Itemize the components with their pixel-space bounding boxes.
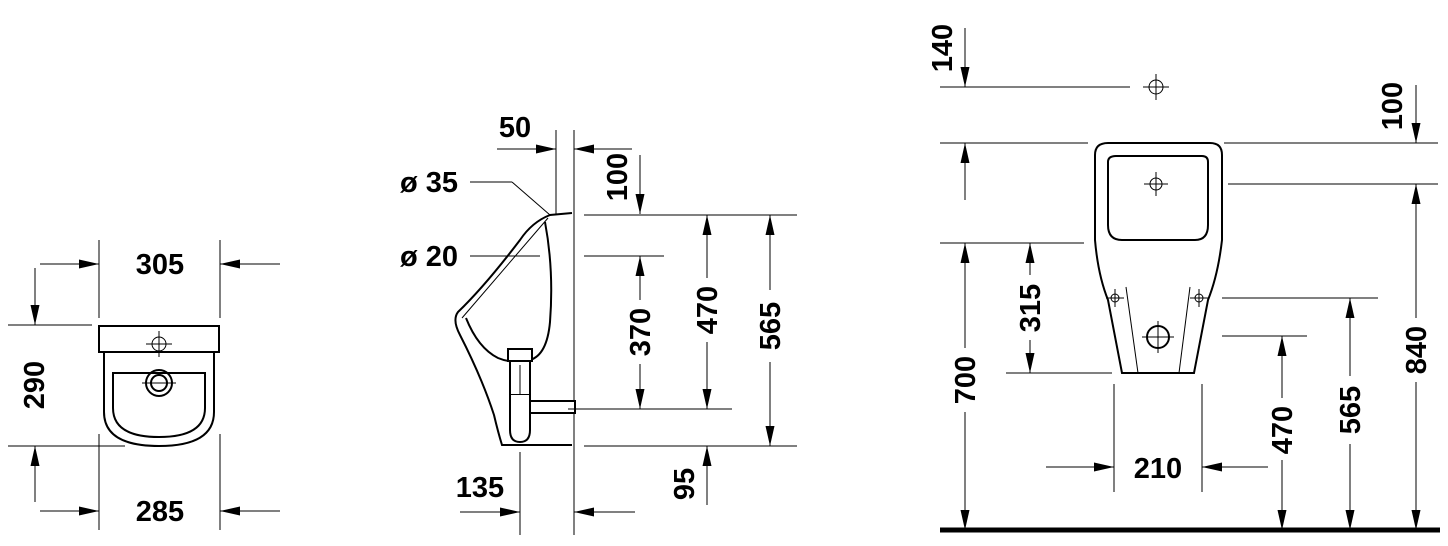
- front-view: 140 700 315 210 470 565 10: [927, 24, 1440, 533]
- dim-inlet-above: 100: [602, 153, 634, 201]
- side-view-outline: [454, 212, 573, 446]
- dim-top-inlet-offset: 140: [927, 24, 959, 72]
- dim-total-height: 565: [755, 302, 787, 350]
- crosshair-icon: [1144, 172, 1168, 196]
- dim-outlet-height: 95: [669, 468, 701, 500]
- dim-bottom-width: 285: [136, 496, 184, 528]
- crosshair-icon: [146, 331, 172, 357]
- outlet-icon: [142, 369, 176, 397]
- dim-rim-height: 700: [950, 356, 982, 404]
- dim-total-height: 840: [1401, 326, 1433, 374]
- dim-top-depth: 290: [19, 361, 51, 409]
- label-flush-diameter: ø 20: [400, 241, 458, 273]
- dim-bowl-width: 210: [1134, 453, 1182, 485]
- side-view: ø 35 ø 20 50 100 370 470 565: [400, 112, 797, 535]
- dim-fixing-level: 565: [1335, 386, 1367, 434]
- crosshair-icon: [1190, 289, 1208, 307]
- dim-flush-height: 370: [625, 308, 657, 356]
- dim-outlet-height: 470: [1267, 406, 1299, 454]
- crosshair-icon: [1106, 289, 1124, 307]
- top-view: 305 290 285: [8, 240, 280, 530]
- label-inlet-diameter: ø 35: [400, 167, 458, 199]
- dim-fixing-height: 315: [1015, 284, 1047, 332]
- dim-outlet-offset: 50: [499, 112, 531, 144]
- outlet-icon: [1142, 321, 1174, 353]
- top-view-outline: [98, 325, 220, 448]
- crosshair-icon: [1143, 74, 1169, 100]
- dim-height-470: 470: [692, 286, 724, 334]
- dim-top-width: 305: [136, 249, 184, 281]
- dim-projection: 135: [456, 472, 504, 504]
- trap-icon: [507, 348, 576, 444]
- dim-top-gap: 100: [1377, 82, 1409, 130]
- front-view-outline: [1094, 142, 1223, 374]
